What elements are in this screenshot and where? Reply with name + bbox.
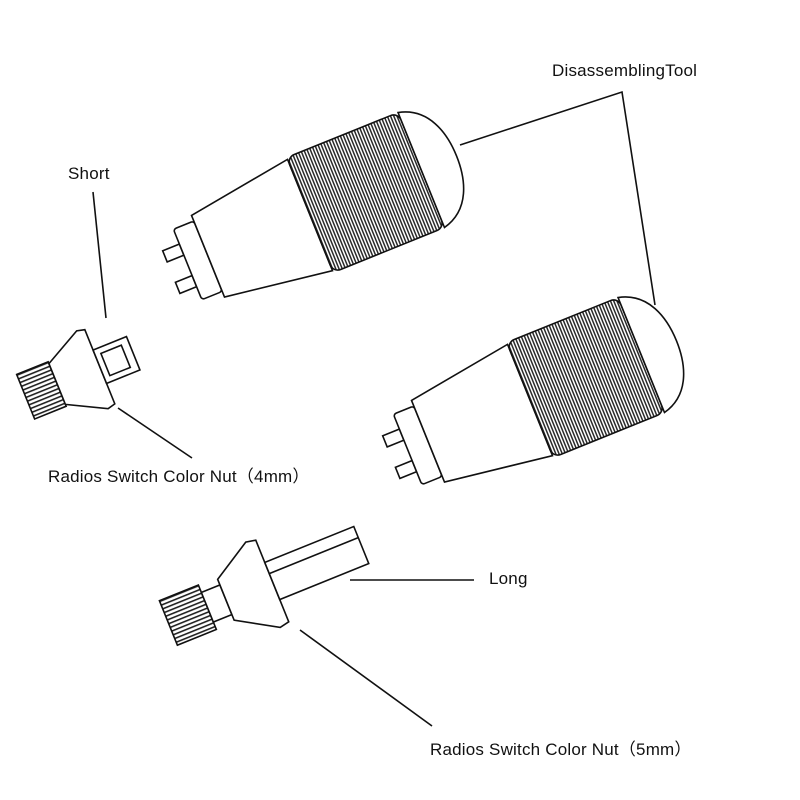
- label-color-nut-5mm: Radios Switch Color Nut（5mm）: [430, 740, 692, 759]
- leader-line: [92, 191, 107, 319]
- leader-line: [117, 407, 193, 459]
- label-disassembling-tool: DisassemblingTool: [552, 61, 698, 80]
- label-short: Short: [68, 164, 110, 183]
- label-color-nut-4mm: Radios Switch Color Nut（4mm）: [48, 467, 310, 486]
- color-nut-5mm: [158, 525, 370, 647]
- leader-line: [459, 90, 656, 306]
- leader-line: [299, 629, 433, 727]
- disassembling-tool-lower: [381, 296, 685, 485]
- color-nut-4mm: [15, 328, 141, 421]
- disassembling-tool-upper: [161, 111, 465, 300]
- leader-lines: [92, 90, 656, 727]
- label-long: Long: [489, 569, 528, 588]
